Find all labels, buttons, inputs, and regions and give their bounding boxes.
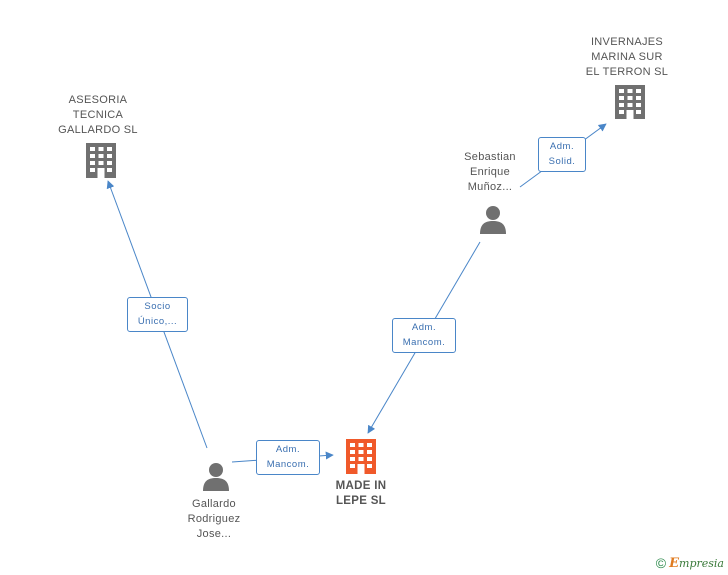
building-icon[interactable] [86,143,116,178]
person-icon[interactable] [203,463,229,491]
edge-label-socio: Socio Único,... [127,297,188,332]
node-label-gallardo[interactable]: Gallardo Rodriguez Jose... [187,498,241,540]
edge-label-adm-mancom-gallardo: Adm. Mancom. [256,440,320,475]
edge-label-adm-solid: Adm. Solid. [538,137,586,172]
brand-name: mpresia [679,556,724,570]
building-icon[interactable] [615,85,645,119]
brand-initial: E [669,555,680,571]
person-icon[interactable] [480,206,506,234]
copyright-icon: © [655,555,667,571]
building-icon[interactable] [346,439,376,474]
node-label-sebastian[interactable]: Sebastian Enrique Muñoz... [464,151,516,193]
node-label-asesoria[interactable]: ASESORIA TECNICA GALLARDO SL [58,94,138,136]
node-label-invernajes[interactable]: INVERNAJES MARINA SUR EL TERRON SL [585,36,669,78]
node-label-made-in-lepe[interactable]: MADE IN LEPE SL [335,480,387,507]
empresia-logo[interactable]: © Empresia [656,555,724,571]
edge-label-adm-mancom-sebastian: Adm. Mancom. [392,318,456,353]
